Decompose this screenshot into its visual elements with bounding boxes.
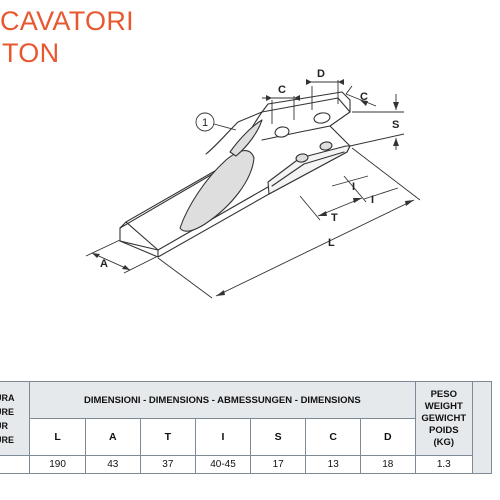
title-line-2: TON	[2, 38, 60, 68]
side-recess-shading	[179, 150, 255, 232]
col-header-l: L	[29, 418, 86, 456]
ear-plate-lower	[261, 125, 331, 141]
tooth-technical-drawing: 1 A C D C S I I T L	[85, 68, 421, 299]
tooth-tip-front	[125, 186, 269, 251]
figure-column-header: URA URE UR URE	[0, 381, 31, 456]
col-header-d: D	[360, 418, 416, 456]
value-a: 43	[84, 455, 141, 474]
figure-cell	[0, 455, 31, 474]
shank-shading	[229, 119, 263, 157]
col-header-s: S	[249, 418, 307, 456]
dim-label-d: D	[317, 68, 325, 80]
dim-label-t: T	[331, 212, 338, 224]
pocket-inner-line	[271, 151, 345, 187]
dim-label-i-lower: I	[371, 194, 374, 206]
tooth-ridge	[205, 111, 263, 155]
dim-label-c-left: C	[278, 84, 286, 96]
col-header-i: I	[195, 418, 251, 456]
callout-number: 1	[202, 117, 208, 129]
pin-hole-left	[274, 126, 290, 138]
value-i: 40-45	[195, 455, 251, 474]
dim-label-i-upper: I	[352, 181, 355, 193]
ear-plate-edge	[261, 91, 351, 113]
pin-hole-right	[313, 112, 331, 124]
value-t: 37	[139, 455, 197, 474]
value-d: 18	[360, 455, 416, 474]
col-header-t: T	[139, 418, 197, 456]
specifications-table: URA URE UR URE DIMENSIONI - DIMENSIONS -…	[0, 381, 493, 474]
dim-label-s: S	[392, 119, 399, 131]
dimensions-header: DIMENSIONI - DIMENSIONS - ABMESSUNGEN - …	[29, 381, 416, 419]
weight-header: PESO WEIGHT GEWICHT POIDS (KG)	[414, 381, 473, 456]
pin-hole-lower-left	[295, 153, 309, 163]
right-edge-cell	[471, 381, 493, 474]
title-line-1: CAVATORI	[0, 6, 134, 36]
value-s: 17	[249, 455, 307, 474]
pin-hole-lower-right	[319, 141, 333, 151]
col-header-c: C	[305, 418, 361, 456]
dim-label-c-right: C	[360, 91, 368, 103]
col-header-a: A	[84, 418, 141, 456]
value-l: 190	[29, 455, 86, 474]
dim-label-a: A	[100, 258, 108, 270]
value-c: 13	[305, 455, 361, 474]
value-weight: 1.3	[414, 455, 473, 474]
dim-label-l: L	[328, 237, 335, 249]
